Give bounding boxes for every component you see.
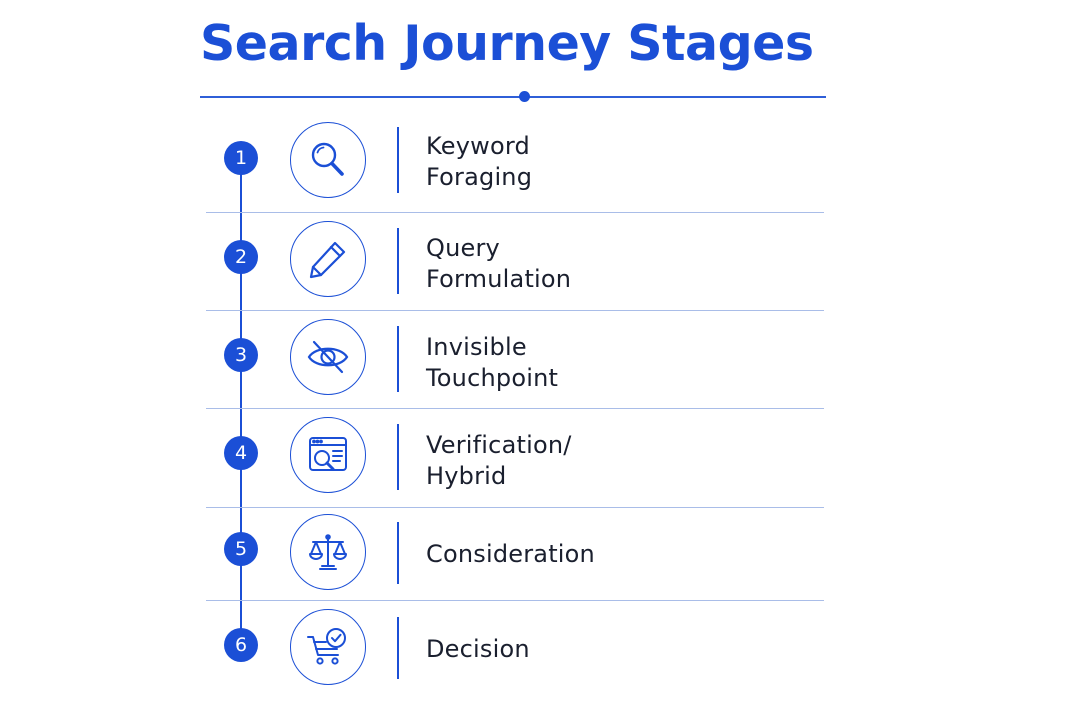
stage-separator	[397, 424, 399, 490]
stage-separator	[397, 326, 399, 392]
stage-label-line: Query	[426, 234, 500, 262]
stage-divider	[206, 507, 824, 508]
stage-label-line: Invisible	[426, 333, 527, 361]
stage-label: Invisible Touchpoint	[426, 332, 558, 394]
stage-label-line: Consideration	[426, 540, 595, 568]
stage-number-badge: 4	[224, 436, 258, 470]
balance-scale-icon	[290, 514, 366, 590]
stage-label: Consideration	[426, 539, 595, 570]
stage-label-line: Keyword	[426, 132, 530, 160]
stage-label-line: Verification/	[426, 431, 572, 459]
stage-divider	[206, 408, 824, 409]
eye-slash-icon	[290, 319, 366, 395]
stage-label-line: Hybrid	[426, 462, 507, 490]
title-underline-dot	[519, 91, 530, 102]
browser-search-icon	[290, 417, 366, 493]
stage-number-badge: 6	[224, 628, 258, 662]
stage-label-line: Touchpoint	[426, 364, 559, 392]
cart-check-icon	[290, 609, 366, 685]
stage-separator	[397, 522, 399, 584]
stage-number-badge: 5	[224, 532, 258, 566]
stage-label: Decision	[426, 634, 530, 665]
stage-label: Verification/ Hybrid	[426, 430, 572, 492]
stage-label: Keyword Foraging	[426, 131, 532, 193]
stage-divider	[206, 310, 824, 311]
stage-separator	[397, 228, 399, 294]
stage-separator	[397, 127, 399, 193]
pencil-icon	[290, 221, 366, 297]
stage-label: Query Formulation	[426, 233, 571, 295]
stage-number-badge: 3	[224, 338, 258, 372]
stage-number-badge: 1	[224, 141, 258, 175]
title-underline	[200, 96, 826, 98]
timeline-line	[240, 158, 242, 648]
stage-number-badge: 2	[224, 240, 258, 274]
stage-label-line: Formulation	[426, 265, 572, 293]
magnifier-icon	[290, 122, 366, 198]
stage-label-line: Decision	[426, 635, 530, 663]
stage-separator	[397, 617, 399, 679]
stage-divider	[206, 600, 824, 601]
page-title: Search Journey Stages	[200, 15, 814, 72]
stage-divider	[206, 212, 824, 213]
stage-label-line: Foraging	[426, 163, 533, 191]
